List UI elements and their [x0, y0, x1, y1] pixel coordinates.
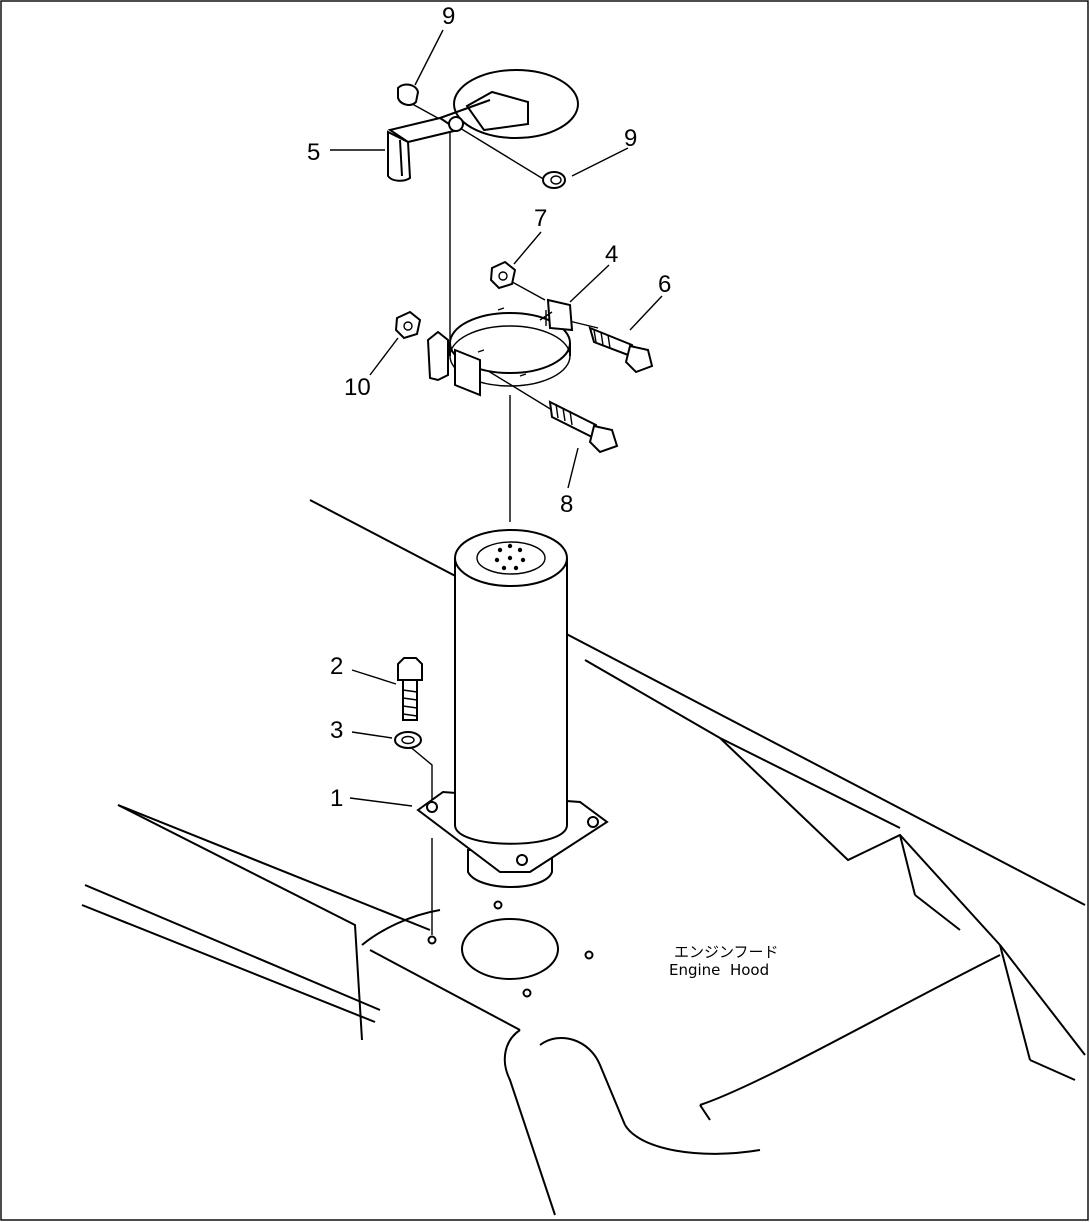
engine-hood	[81, 499, 1086, 1216]
callout-2: 2	[330, 653, 343, 680]
callout-10: 10	[344, 374, 371, 401]
callout-4: 4	[605, 241, 618, 268]
bolt-8	[548, 400, 619, 454]
muffler	[416, 529, 609, 888]
hood-label-japanese: エンジンフード	[674, 943, 779, 961]
nut-10	[394, 310, 422, 340]
callout-5: 5	[307, 139, 320, 166]
callout-6: 6	[658, 271, 671, 298]
callout-9-upper: 9	[442, 3, 455, 30]
washer-3	[394, 731, 422, 749]
callout-9-lower: 9	[624, 125, 637, 152]
nut-7	[489, 260, 517, 290]
rain-cap	[387, 69, 579, 182]
leader-lines	[330, 29, 663, 807]
bolt-6	[588, 326, 654, 374]
callout-8: 8	[560, 491, 573, 518]
bolt-2	[397, 657, 423, 721]
assembly-lines	[404, 99, 599, 935]
bolt-9-lower	[542, 171, 566, 189]
callout-1: 1	[330, 785, 343, 812]
hood-label-english: Engine Hood	[669, 961, 769, 979]
callout-7: 7	[534, 205, 547, 232]
bolt-9-upper	[397, 83, 420, 106]
hood-mounting-holes	[427, 900, 594, 998]
clamp-band	[426, 298, 574, 397]
callout-3: 3	[330, 717, 343, 744]
